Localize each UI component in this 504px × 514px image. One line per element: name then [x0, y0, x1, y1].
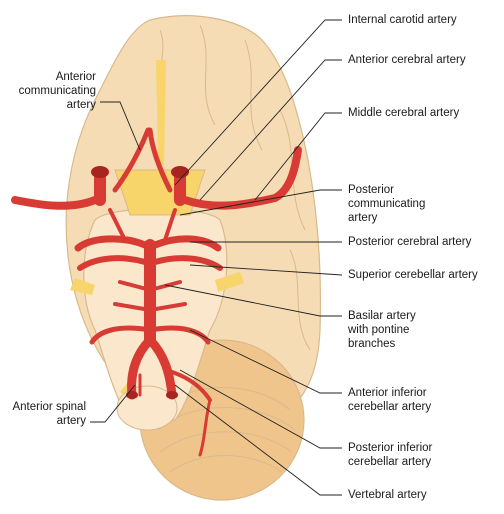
label-basilar-artery: Basilar artery with pontine branches — [348, 310, 416, 350]
label-posterior-cerebral-artery: Posterior cerebral artery — [348, 236, 472, 248]
posterior-cerebral-artery — [151, 235, 222, 252]
pontine-branch — [148, 280, 182, 292]
leader-line — [189, 264, 343, 276]
leader-line — [179, 189, 342, 216]
posterior-communicating-artery — [108, 208, 127, 242]
pontine-branch — [113, 302, 152, 312]
superior-cerebellar-artery — [77, 255, 148, 271]
label-posterior-inferior-cerebellar-artery: Posterior inferior cerebellar artery — [348, 442, 433, 468]
leader-line — [164, 284, 342, 317]
anterior-inferior-cerebellar-artery — [89, 325, 153, 345]
label-middle-cerebral-artery: Middle cerebral artery — [348, 107, 460, 119]
vertebral-artery-left — [127, 335, 155, 400]
cerebellum-folia — [159, 431, 293, 453]
pontine-branch — [148, 302, 187, 312]
leader-lines — [90, 19, 343, 496]
pontine-branch — [118, 280, 152, 292]
anterior-cerebral-artery — [112, 127, 151, 193]
cerebellar-branch — [198, 398, 212, 457]
superior-cerebellar-artery — [152, 255, 223, 271]
label-posterior-communicating-artery: Posterior communicating artery — [348, 184, 426, 224]
middle-cerebral-artery-left — [11, 196, 99, 210]
gyrus-line — [289, 249, 311, 351]
leader-line — [174, 384, 342, 496]
label-anterior-communicating-artery: Anterior communicating artery — [18, 71, 96, 111]
vertebral-lumen — [126, 391, 138, 399]
leader-line — [100, 101, 141, 151]
posterior-inferior-cerebellar-artery — [163, 368, 212, 402]
leader-line — [189, 329, 342, 394]
carotid-lumen — [91, 166, 109, 178]
label-vertebral-artery: Vertebral artery — [348, 489, 427, 501]
cerebellum-folia — [169, 455, 283, 473]
gyrus-line — [199, 24, 216, 126]
label-anterior-spinal-artery: Anterior spinal artery — [12, 401, 86, 427]
label-anterior-cerebral-artery: Anterior cerebral artery — [348, 54, 466, 66]
leader-line — [179, 369, 342, 449]
leader-line — [199, 59, 342, 201]
optic-chiasm — [114, 169, 206, 216]
olfactory-tract — [156, 60, 166, 165]
vertebral-artery-right — [145, 335, 177, 400]
leader-line — [254, 112, 342, 201]
posterior-cerebral-artery — [74, 235, 149, 252]
label-superior-cerebellar-artery: Superior cerebellar artery — [348, 269, 478, 281]
anterior-inferior-cerebellar-artery — [147, 325, 211, 345]
leader-line — [174, 19, 342, 186]
leader-line — [90, 384, 136, 423]
cranial-nerve — [70, 278, 95, 295]
anterior-cerebral-artery — [147, 127, 173, 193]
posterior-communicating-artery — [163, 208, 177, 242]
label-anterior-inferior-cerebellar-artery: Anterior inferior cerebellar artery — [348, 387, 432, 413]
vertebral-lumen — [166, 391, 178, 399]
cranial-nerve — [215, 272, 244, 292]
label-internal-carotid-artery: Internal carotid artery — [348, 14, 457, 26]
